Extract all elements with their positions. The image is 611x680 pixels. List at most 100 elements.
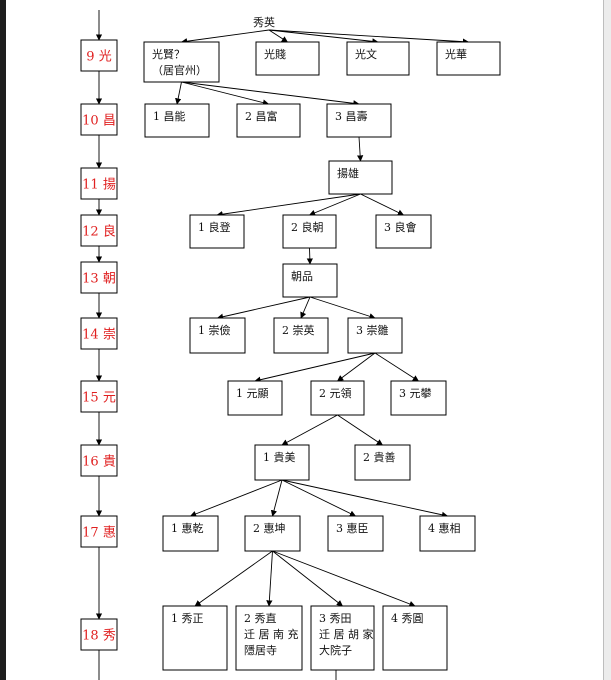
person-name-text: 2 惠坤 (253, 521, 286, 535)
person-box (327, 515, 384, 552)
tree-connector (216, 193, 361, 218)
tree-connector (268, 29, 379, 45)
tree-connector (281, 479, 357, 517)
person-name-text: （居官州） (152, 63, 207, 77)
generation-box (80, 261, 118, 294)
tree-connector (308, 193, 361, 216)
tree-connector (281, 479, 449, 518)
generation-box (80, 103, 118, 136)
person-name-text: 1 惠乾 (171, 521, 204, 535)
generation-label: 10 昌 (82, 114, 116, 129)
person-node-yuanpan: 3 元攀 (390, 380, 447, 416)
person-name-text: 2 良朝 (291, 220, 324, 234)
tree-connector (266, 550, 273, 607)
person-name-text: 1 元顯 (236, 387, 269, 400)
tree-connector (194, 550, 273, 607)
person-node-yuanling: 2 元領 (310, 380, 365, 416)
generation-label: 14 崇 (82, 328, 116, 343)
tree-connector (175, 81, 182, 105)
person-node-guangxian: 光賢？ （居官州） (143, 41, 220, 83)
person-name-text: 1 崇儉 (198, 323, 231, 337)
person-name-text: 光華 (445, 47, 467, 61)
person-name-text: 隱居寺 (244, 643, 277, 657)
person-box (375, 214, 432, 249)
person-node-huixiang: 4 惠相 (419, 515, 476, 552)
person-name-text: 4 惠相 (428, 521, 461, 535)
person-box (235, 605, 303, 671)
person-name-text: 4 秀圓 (391, 612, 424, 625)
person-node-guangjian: 光賤 (255, 41, 320, 76)
generation-box (80, 618, 118, 651)
person-box (346, 41, 410, 76)
person-box (436, 41, 501, 76)
generation-box (80, 444, 118, 477)
person-name-text: 3 昌壽 (335, 109, 368, 123)
person-node-chongjian: 1 崇儉 (189, 317, 246, 354)
person-box (282, 214, 337, 249)
person-name-text: 3 崇雛 (356, 323, 389, 337)
tree-connector (300, 296, 311, 319)
person-box (354, 444, 411, 481)
person-box (390, 380, 447, 416)
person-name-text: 1 昌能 (153, 109, 186, 123)
person-box (255, 41, 320, 76)
person-box (382, 605, 448, 671)
person-box (227, 380, 283, 416)
tree-connector (181, 81, 270, 106)
person-node-changfu: 2 昌富 (236, 103, 301, 138)
connector-lines (95, 10, 470, 680)
tree-connector (189, 479, 283, 517)
tree-connector (337, 414, 384, 446)
generation-column: 9 光10 昌11 揚12 良13 朝14 崇15 元16 貴17 惠18 秀 (80, 39, 118, 651)
tree-connector (306, 247, 313, 265)
page-right-border (603, 0, 611, 680)
person-node-xiuzheng: 1 秀正 (162, 605, 228, 671)
person-name-text: 光賢？ (152, 47, 185, 61)
tree-connector (357, 136, 364, 162)
person-node-chongying: 2 崇英 (273, 317, 329, 354)
person-box (143, 41, 220, 83)
person-box (144, 103, 210, 138)
tree-connector (336, 352, 376, 382)
person-name-text: 光文 (355, 47, 377, 61)
person-name-text: 2 貴善 (363, 450, 396, 464)
person-node-chaopin: 朝品 (282, 263, 338, 298)
person-node-huiqian: 1 惠乾 (162, 515, 219, 552)
person-name-text: 2 崇英 (282, 323, 315, 337)
generation-label: 17 惠 (82, 526, 116, 541)
tree-connector (254, 352, 376, 383)
person-name-text: 秀英 (253, 15, 275, 29)
person-name-text: 3 良會 (384, 220, 417, 234)
person-box (189, 214, 245, 249)
generation-label: 13 朝 (82, 272, 116, 287)
generation-label: 11 揚 (82, 177, 116, 193)
person-name-text: 2 昌富 (245, 109, 278, 123)
tree-connector (374, 352, 420, 382)
person-name-text: 1 貴美 (263, 450, 296, 464)
person-node-liangdeng: 1 良登 (189, 214, 245, 249)
person-name-text: 揚雄 (337, 166, 359, 180)
generation-box (80, 167, 118, 200)
person-box (244, 515, 301, 552)
person-name-text: 2 秀直 (244, 611, 277, 625)
tree-connector (281, 414, 338, 446)
person-box (236, 103, 301, 138)
person-box (347, 317, 403, 354)
person-node-yangxiong: 揚雄 (328, 160, 393, 195)
person-box (189, 317, 246, 354)
generation-label: 16 貴 (82, 455, 116, 470)
person-box (282, 263, 338, 298)
tree-connector (360, 193, 405, 216)
person-name-text: 3 元攀 (399, 387, 432, 400)
person-node-guangwen: 光文 (346, 41, 410, 76)
tree-connector (181, 81, 360, 107)
person-node-huikun: 2 惠坤 (244, 515, 301, 552)
person-box (326, 103, 392, 138)
generation-box (80, 515, 118, 548)
person-box (310, 605, 375, 671)
generation-label: 9 光 (86, 50, 111, 65)
generation-label: 12 良 (82, 224, 116, 240)
person-node-lianghui: 3 良會 (375, 214, 432, 249)
